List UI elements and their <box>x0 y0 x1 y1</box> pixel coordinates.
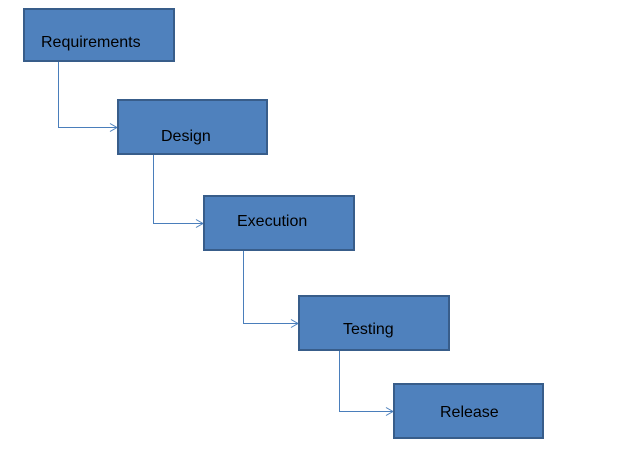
step-label-requirements: Requirements <box>41 34 141 51</box>
step-requirements: Requirements <box>23 8 175 62</box>
step-label-execution: Execution <box>237 213 308 230</box>
step-execution: Execution <box>203 195 355 251</box>
step-design: Design <box>117 99 268 155</box>
step-release: Release <box>393 383 544 439</box>
connector-execution-to-testing <box>243 251 300 328</box>
step-label-release: Release <box>440 404 499 421</box>
connector-design-to-execution <box>153 155 205 228</box>
connector-testing-to-release <box>339 351 395 416</box>
step-testing: Testing <box>298 295 450 351</box>
step-label-testing: Testing <box>343 321 394 338</box>
connector-requirements-to-design <box>58 62 119 132</box>
step-label-design: Design <box>161 128 211 145</box>
